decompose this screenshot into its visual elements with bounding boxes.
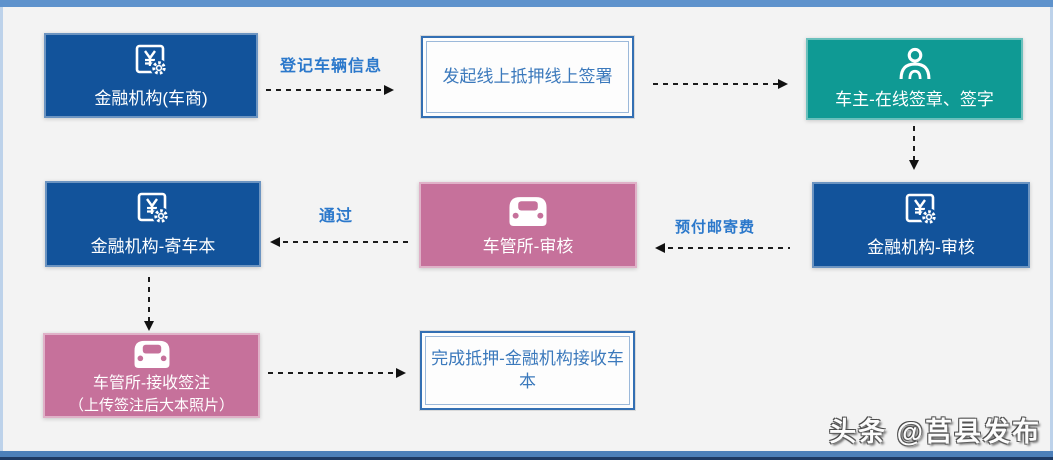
node-label: 发起线上抵押线上签署 [442, 66, 613, 86]
car-front-icon [129, 336, 175, 369]
frame-bottom-bar [0, 451, 1053, 457]
node-initiate-online-mortgage: 发起线上抵押线上签署 [421, 36, 634, 118]
edge-label-postage: 预付邮寄费 [674, 219, 755, 236]
node-label: 金融机构-审核 [867, 238, 975, 258]
edge-label-register: 登记车辆信息 [279, 58, 382, 75]
frame-left-bar [0, 7, 3, 451]
node-label: 完成抵押-金融机构接收车本 [431, 349, 624, 391]
node-label: 车主-在线签章、签字 [835, 89, 994, 109]
finance-gear-icon [132, 41, 170, 79]
car-front-icon [504, 192, 552, 227]
node-finance-review: 金融机构-审核 [812, 182, 1030, 268]
frame-top-bar [0, 0, 1053, 7]
node-sublabel: （上传签注后大本照片） [68, 396, 234, 414]
node-label: 金融机构-寄车本 [90, 237, 216, 257]
node-label: 车管所-审核 [482, 236, 574, 256]
node-mortgage-complete: 完成抵押-金融机构接收车本 [420, 331, 635, 410]
finance-gear-icon [134, 189, 172, 227]
node-dmv-receive-endorsement: 车管所-接收签注 （上传签注后大本照片） [43, 333, 260, 418]
frame-right-bar [1050, 7, 1053, 451]
person-icon [896, 47, 934, 80]
frame-bottom-line [0, 457, 1053, 460]
node-finance-send-title: 金融机构-寄车本 [45, 181, 261, 267]
node-label: 车管所-接收签注 [92, 374, 211, 392]
node-owner-sign: 车主-在线签章、签字 [806, 38, 1023, 120]
node-label: 金融机构(车商) [94, 88, 208, 108]
finance-gear-icon [902, 190, 940, 228]
node-finance-dealer: 金融机构(车商) [44, 33, 258, 118]
toutiao-watermark: 头条 @莒县发布 [829, 417, 1041, 447]
edge-label-pass: 通过 [318, 208, 353, 225]
node-dmv-review: 车管所-审核 [419, 182, 637, 268]
